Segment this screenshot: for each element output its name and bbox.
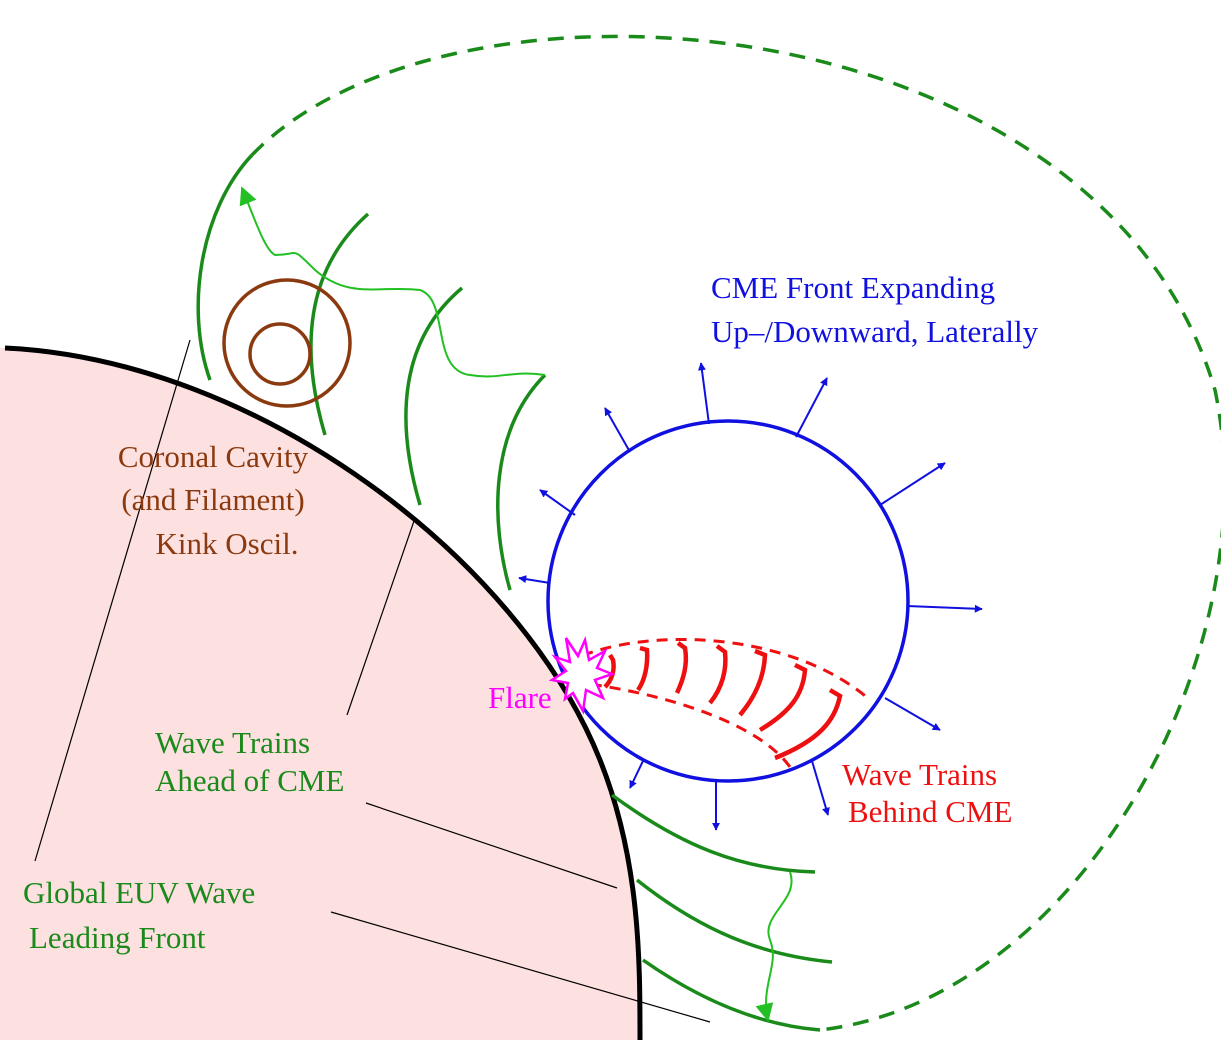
- solar-limb: [4, 345, 643, 1040]
- coronal-cavity-label: Coronal Cavity (and Filament) Kink Oscil…: [118, 439, 309, 561]
- wave-trains-ahead-label-line-2: Ahead of CME: [155, 763, 344, 798]
- leader-lines: [34, 339, 711, 1023]
- flare-starburst: [548, 635, 616, 715]
- cme-front-label-line-1: CME Front Expanding: [711, 270, 995, 305]
- wave-trains-behind-label: Wave Trains Behind CME: [842, 757, 1012, 829]
- cme-arrow-2: [795, 377, 828, 438]
- red-wave-segment-5: [738, 648, 768, 717]
- euv-wave-propagation-arrow-upper: [239, 186, 546, 378]
- red-dashed-lower-boundary: [571, 680, 794, 771]
- coronal-cavity: [222, 278, 352, 408]
- cme-expansion-arrows: [518, 362, 983, 831]
- wave-trains-ahead-label-line-1: Wave Trains: [155, 725, 310, 760]
- green-wave-front-2: [309, 212, 370, 436]
- leader-line-global-euv: [34, 339, 191, 862]
- cme-arrow-11: [811, 760, 830, 816]
- global-euv-label-line-2: Leading Front: [29, 920, 206, 955]
- euv-wave-propagation-arrow-lower: [755, 871, 793, 1022]
- green-wave-front-5: [610, 793, 816, 874]
- green-wave-front-7: [641, 958, 821, 1032]
- cme-arrow-9: [629, 760, 644, 789]
- cme-arrow-4: [879, 462, 946, 506]
- coronal-cavity-label-line-2: (and Filament): [121, 482, 304, 517]
- coronal-cavity-outer: [222, 278, 352, 408]
- sun-disk: [0, 348, 640, 1040]
- green-wave-fronts-lower: [610, 793, 833, 1032]
- leader-line-wave-trains-ahead: [346, 520, 415, 716]
- cme-arrow-5: [539, 489, 576, 516]
- global-euv-label-line-1: Global EUV Wave: [23, 875, 255, 910]
- green-wave-front-3: [404, 286, 464, 506]
- green-wave-front-6: [635, 878, 833, 964]
- cme-arrow-1: [697, 362, 710, 425]
- red-wave-segment-1: [603, 653, 616, 689]
- wave-trains-behind-label-line-2: Behind CME: [848, 794, 1012, 829]
- coronal-cavity-label-line-3: Kink Oscil.: [156, 526, 299, 561]
- red-wave-segment-7: [774, 688, 843, 761]
- coronal-cavity-label-line-1: Coronal Cavity: [118, 439, 309, 474]
- global-euv-label: Global EUV Wave Leading Front: [23, 875, 255, 955]
- wave-trains-ahead-label: Wave Trains Ahead of CME: [155, 725, 344, 798]
- green-wave-front-4: [496, 373, 547, 591]
- wave-trains-behind-cme: [564, 638, 871, 771]
- red-wave-segment-2: [636, 645, 650, 692]
- cme-front-label-line-2: Up–/Downward, Laterally: [711, 314, 1039, 349]
- cme-front-label: CME Front Expanding Up–/Downward, Latera…: [711, 270, 1039, 349]
- green-wave-front-1: [196, 153, 254, 381]
- red-wave-segment-4: [708, 644, 728, 705]
- cme-arrow-7: [906, 604, 983, 613]
- filament-inner: [248, 322, 312, 386]
- green-wave-fronts-upper: [196, 153, 547, 591]
- wave-trains-behind-label-line-1: Wave Trains: [842, 757, 997, 792]
- cme-arrow-3: [604, 407, 631, 453]
- leader-line-leading-front: [330, 911, 711, 1023]
- global-euv-wave-dashed-front: [250, 34, 1221, 1032]
- cme-arrow-6: [518, 575, 551, 584]
- cme-front-circle: [546, 419, 910, 783]
- red-wave-segment-6: [758, 662, 808, 732]
- leader-line-ahead-of-cme: [365, 802, 618, 889]
- red-dashed-upper-boundary: [564, 638, 871, 702]
- flare-label: Flare: [488, 680, 552, 715]
- cme-arrow-8: [884, 697, 941, 731]
- red-wave-segment-3: [674, 641, 689, 694]
